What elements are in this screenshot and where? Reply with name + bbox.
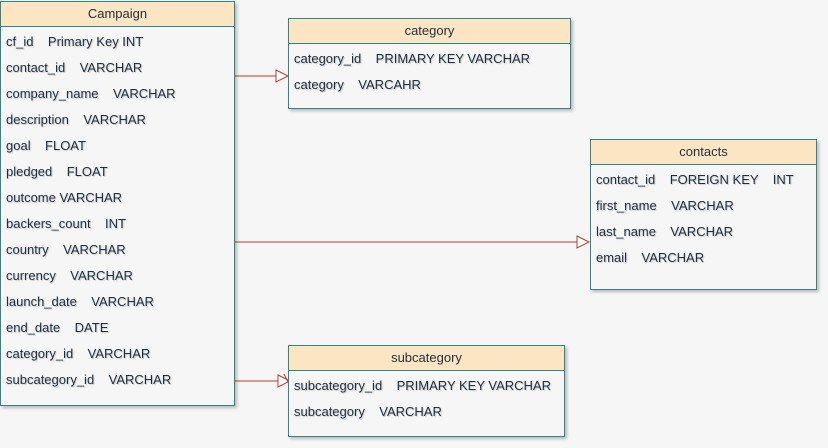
table-contacts[interactable]: contacts contact_id FOREIGN KEY INT firs… (590, 139, 817, 290)
field-row[interactable]: cf_id Primary Key INT (6, 34, 144, 49)
table-fields: contact_id FOREIGN KEY INT first_name VA… (591, 165, 816, 271)
field-row[interactable]: backers_count INT (6, 216, 126, 231)
field-row[interactable]: subcategory_id VARCHAR (6, 372, 172, 387)
field-row[interactable]: category_id VARCHAR (6, 346, 151, 361)
field-row[interactable]: category VARCAHR (294, 77, 421, 92)
field-row[interactable]: last_name VARCHAR (596, 224, 734, 239)
field-row[interactable]: subcategory VARCHAR (294, 404, 442, 419)
table-category[interactable]: category category_id PRIMARY KEY VARCHAR… (288, 18, 571, 109)
field-row[interactable]: currency VARCHAR (6, 268, 133, 283)
connector-campaign-contacts (235, 235, 591, 249)
table-campaign[interactable]: Campaign cf_id Primary Key INT contact_i… (0, 1, 235, 406)
connector-campaign-category (235, 69, 290, 83)
field-row[interactable]: first_name VARCHAR (596, 198, 734, 213)
field-row[interactable]: contact_id FOREIGN KEY INT (596, 172, 794, 187)
field-row[interactable]: country VARCHAR (6, 242, 126, 257)
field-row[interactable]: email VARCHAR (596, 250, 705, 265)
table-title: subcategory (289, 346, 564, 371)
field-row[interactable]: subcategory_id PRIMARY KEY VARCHAR (294, 378, 551, 393)
table-title: Campaign (1, 2, 234, 27)
table-fields: cf_id Primary Key INT contact_id VARCHAR… (1, 27, 234, 393)
field-row[interactable]: launch_date VARCHAR (6, 294, 154, 309)
field-row[interactable]: outcome VARCHAR (6, 190, 123, 205)
field-row[interactable]: pledged FLOAT (6, 164, 108, 179)
table-title: contacts (591, 140, 816, 165)
table-fields: category_id PRIMARY KEY VARCHAR category… (289, 44, 570, 98)
field-row[interactable]: goal FLOAT (6, 138, 86, 153)
table-title: category (289, 19, 570, 44)
field-row[interactable]: description VARCHAR (6, 112, 146, 127)
field-row[interactable]: company_name VARCHAR (6, 86, 176, 101)
field-row[interactable]: contact_id VARCHAR (6, 60, 143, 75)
table-fields: subcategory_id PRIMARY KEY VARCHAR subca… (289, 371, 564, 425)
field-row[interactable]: category_id PRIMARY KEY VARCHAR (294, 51, 531, 66)
field-row[interactable]: end_date DATE (6, 320, 109, 335)
table-subcategory[interactable]: subcategory subcategory_id PRIMARY KEY V… (288, 345, 565, 437)
connector-campaign-subcategory (235, 373, 292, 388)
